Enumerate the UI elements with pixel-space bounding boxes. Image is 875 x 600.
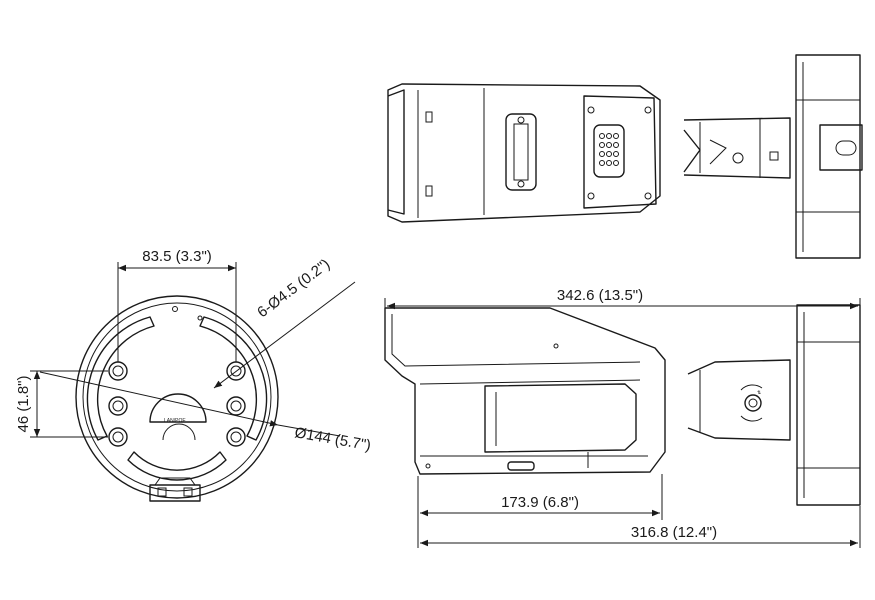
dim-vertical-spacing: 46 (1.8"): [15, 375, 32, 432]
mounting-holes: [108, 361, 246, 447]
svg-text:⇅: ⇅: [757, 390, 761, 396]
side-view: ⇅: [384, 304, 861, 506]
front-view-dimensions: 83.5 (3.3") 46 (1.8") 6-Ø4.5 (0.2") Ø144…: [15, 248, 372, 454]
dim-hole-spacing: 83.5 (3.3"): [142, 248, 212, 265]
front-view-base: LAN/POE: [75, 295, 279, 502]
dim-total-depth: 316.8 (12.4"): [631, 524, 717, 541]
dim-hole-diameter: 6-Ø4.5 (0.2"): [254, 256, 333, 321]
dim-base-diameter: Ø144 (5.7"): [293, 424, 372, 454]
top-view: [387, 54, 863, 259]
dim-overall-length: 342.6 (13.5"): [557, 287, 643, 304]
dim-body-length: 173.9 (6.8"): [501, 494, 579, 511]
side-view-dimensions: 342.6 (13.5") 173.9 (6.8") 316.8 (12.4"): [384, 287, 861, 548]
connector-pins: [599, 133, 619, 166]
base-plate-label: LAN/POE: [164, 418, 186, 424]
